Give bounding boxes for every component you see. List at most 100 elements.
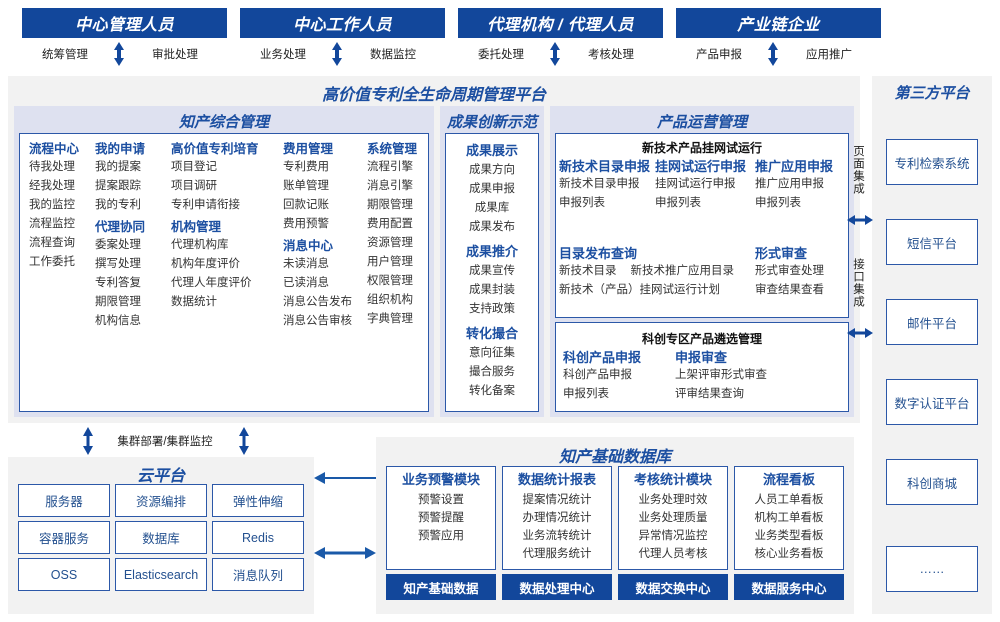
ip-item-4-0-5[interactable]: 用户管理: [367, 256, 413, 268]
ip-item-1-1-4[interactable]: 机构信息: [95, 315, 141, 327]
ip-item-3-1-1[interactable]: 已读消息: [283, 277, 329, 289]
ip-item-4-0-3[interactable]: 费用配置: [367, 218, 413, 230]
ip-item-3-1-0[interactable]: 未读消息: [283, 258, 329, 270]
ip-item-2-0-0[interactable]: 项目登记: [171, 161, 217, 173]
ach-item-0-0[interactable]: 成果方向: [469, 164, 515, 176]
ach-item-2-1[interactable]: 撮合服务: [469, 366, 515, 378]
ip-item-0-0-3[interactable]: 流程监控: [29, 218, 75, 230]
pa-col-item-1-1[interactable]: 申报列表: [655, 197, 701, 209]
role-bar-2[interactable]: 代理机构 / 代理人员: [458, 8, 663, 38]
ip-item-2-1-2[interactable]: 代理人年度评价: [171, 277, 252, 289]
ip-item-1-0-1[interactable]: 提案跟踪: [95, 180, 141, 192]
ip-item-4-0-8[interactable]: 字典管理: [367, 313, 413, 325]
ach-item-0-2[interactable]: 成果库: [474, 202, 510, 214]
third-party-item-5[interactable]: ……: [886, 546, 978, 592]
third-party-item-4[interactable]: 科创商城: [886, 459, 978, 505]
ip-item-4-0-6[interactable]: 权限管理: [367, 275, 413, 287]
third-party-item-2[interactable]: 邮件平台: [886, 299, 978, 345]
pa-row2-left-item-2[interactable]: 新技术（产品）挂网试运行计划: [559, 284, 720, 296]
ach-item-2-0[interactable]: 意向征集: [469, 347, 515, 359]
pa-row2-left-item-0[interactable]: 新技术目录: [559, 265, 617, 277]
ach-item-2-2[interactable]: 转化备案: [469, 385, 515, 397]
ip-item-4-0-2[interactable]: 期限管理: [367, 199, 413, 211]
cloud-item-8[interactable]: 消息队列: [212, 558, 304, 591]
db-col-footer-1[interactable]: 数据处理中心: [502, 574, 612, 600]
cloud-item-5[interactable]: Redis: [212, 521, 304, 554]
db-col-item-3-2[interactable]: 业务类型看板: [754, 530, 824, 542]
cloud-item-3[interactable]: 容器服务: [18, 521, 110, 554]
ip-item-1-1-3[interactable]: 期限管理: [95, 296, 141, 308]
db-col-item-1-0[interactable]: 提案情况统计: [522, 494, 592, 506]
ip-item-0-0-5[interactable]: 工作委托: [29, 256, 75, 268]
db-col-item-0-2[interactable]: 预警应用: [418, 530, 464, 542]
pb-col-item-1-0[interactable]: 上架评审形式审查: [675, 369, 767, 381]
db-col-item-0-0[interactable]: 预警设置: [418, 494, 464, 506]
db-col-footer-0[interactable]: 知产基础数据: [386, 574, 496, 600]
ach-item-0-1[interactable]: 成果申报: [469, 183, 515, 195]
ip-item-1-0-2[interactable]: 我的专利: [95, 199, 141, 211]
cloud-item-1[interactable]: 资源编排: [115, 484, 207, 517]
pa-col-item-0-0[interactable]: 新技术目录申报: [559, 178, 640, 190]
ip-item-3-0-2[interactable]: 回款记账: [283, 199, 329, 211]
db-col-footer-2[interactable]: 数据交换中心: [618, 574, 728, 600]
pa-row2-right-item-1[interactable]: 审查结果查看: [755, 284, 824, 296]
db-col-item-1-3[interactable]: 代理服务统计: [522, 548, 592, 560]
ip-item-2-1-0[interactable]: 代理机构库: [171, 239, 229, 251]
ip-item-1-1-1[interactable]: 撰写处理: [95, 258, 141, 270]
db-col-footer-3[interactable]: 数据服务中心: [734, 574, 844, 600]
cloud-item-6[interactable]: OSS: [18, 558, 110, 591]
ip-item-2-0-2[interactable]: 专利申请衔接: [171, 199, 240, 211]
role-bar-3[interactable]: 产业链企业: [676, 8, 881, 38]
ip-item-0-0-1[interactable]: 经我处理: [29, 180, 75, 192]
pa-row2-right-item-0[interactable]: 形式审查处理: [755, 265, 824, 277]
ip-item-0-0-0[interactable]: 待我处理: [29, 161, 75, 173]
ip-item-4-0-7[interactable]: 组织机构: [367, 294, 413, 306]
ip-item-3-1-2[interactable]: 消息公告发布: [283, 296, 352, 308]
ach-item-1-0[interactable]: 成果宣传: [469, 265, 515, 277]
ip-item-1-0-0[interactable]: 我的提案: [95, 161, 141, 173]
ip-item-4-0-1[interactable]: 消息引擎: [367, 180, 413, 192]
db-col-item-2-3[interactable]: 代理人员考核: [638, 548, 708, 560]
pa-col-item-1-0[interactable]: 挂网试运行申报: [655, 178, 736, 190]
db-col-item-2-0[interactable]: 业务处理时效: [638, 494, 708, 506]
ach-item-1-2[interactable]: 支持政策: [469, 303, 515, 315]
ip-item-4-0-0[interactable]: 流程引擎: [367, 161, 413, 173]
ip-item-3-0-3[interactable]: 费用预警: [283, 218, 329, 230]
ip-item-4-0-4[interactable]: 资源管理: [367, 237, 413, 249]
ip-item-3-1-3[interactable]: 消息公告审核: [283, 315, 352, 327]
ip-item-1-1-2[interactable]: 专利答复: [95, 277, 141, 289]
ip-item-2-0-1[interactable]: 项目调研: [171, 180, 217, 192]
ach-item-0-3[interactable]: 成果发布: [469, 221, 515, 233]
db-col-item-3-3[interactable]: 核心业务看板: [754, 548, 824, 560]
db-col-item-2-1[interactable]: 业务处理质量: [638, 512, 708, 524]
ip-item-0-0-2[interactable]: 我的监控: [29, 199, 75, 211]
cloud-item-2[interactable]: 弹性伸缩: [212, 484, 304, 517]
pa-col-item-0-1[interactable]: 申报列表: [559, 197, 605, 209]
third-party-item-3[interactable]: 数字认证平台: [886, 379, 978, 425]
cloud-item-7[interactable]: Elasticsearch: [115, 558, 207, 591]
cloud-item-4[interactable]: 数据库: [115, 521, 207, 554]
role-bar-1[interactable]: 中心工作人员: [240, 8, 445, 38]
cloud-item-0[interactable]: 服务器: [18, 484, 110, 517]
ip-item-3-0-0[interactable]: 专利费用: [283, 161, 329, 173]
db-col-item-1-2[interactable]: 业务流转统计: [522, 530, 592, 542]
db-col-item-1-1[interactable]: 办理情况统计: [522, 512, 592, 524]
ip-item-2-1-3[interactable]: 数据统计: [171, 296, 217, 308]
ip-item-3-0-1[interactable]: 账单管理: [283, 180, 329, 192]
pb-col-item-0-0[interactable]: 科创产品申报: [563, 369, 632, 381]
ach-item-1-1[interactable]: 成果封装: [469, 284, 515, 296]
db-col-item-3-1[interactable]: 机构工单看板: [754, 512, 824, 524]
pa-col-item-2-0[interactable]: 推广应用申报: [755, 178, 824, 190]
pb-col-item-1-1[interactable]: 评审结果查询: [675, 388, 744, 400]
third-party-item-0[interactable]: 专利检索系统: [886, 139, 978, 185]
db-col-item-0-1[interactable]: 预警提醒: [418, 512, 464, 524]
role-bar-0[interactable]: 中心管理人员: [22, 8, 227, 38]
third-party-item-1[interactable]: 短信平台: [886, 219, 978, 265]
pa-row2-left-item-1[interactable]: 新技术推广应用目录: [630, 265, 735, 277]
ip-item-1-1-0[interactable]: 委案处理: [95, 239, 141, 251]
pb-col-item-0-1[interactable]: 申报列表: [563, 388, 609, 400]
pa-col-item-2-1[interactable]: 申报列表: [755, 197, 801, 209]
db-col-item-2-2[interactable]: 异常情况监控: [638, 530, 708, 542]
db-col-item-3-0[interactable]: 人员工单看板: [754, 494, 824, 506]
ip-item-2-1-1[interactable]: 机构年度评价: [171, 258, 240, 270]
